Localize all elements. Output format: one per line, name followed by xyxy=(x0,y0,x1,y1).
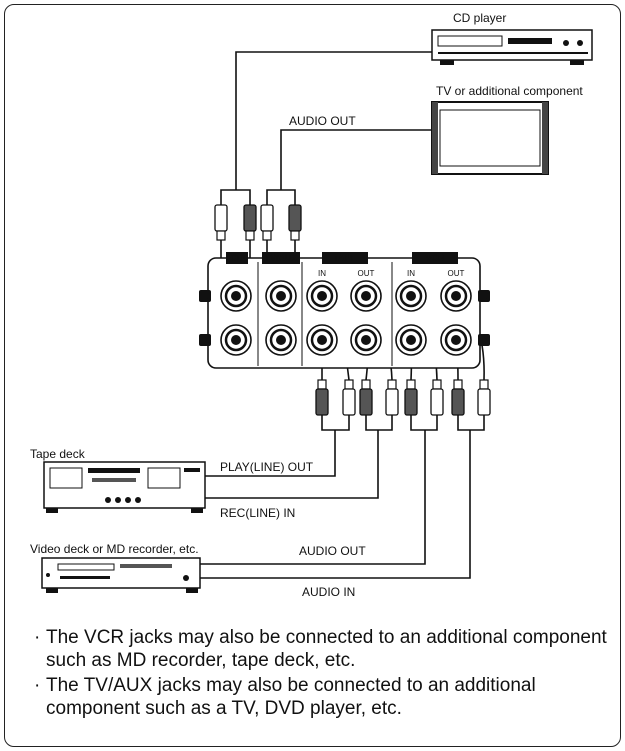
vcr-out-label: OUT xyxy=(448,269,465,278)
play-line-out-label: PLAY(LINE) OUT xyxy=(220,460,314,474)
connection-diagram: CD TV/AUX TAPE VCR IN OUT IN OUT L R L R xyxy=(30,11,593,599)
tape-rec-split xyxy=(365,415,393,431)
left-channel-badge: L xyxy=(202,291,208,301)
cd-player-label: CD player xyxy=(453,11,506,25)
tvaux-jack-label: TV/AUX xyxy=(264,253,297,263)
jack-tape-out-right xyxy=(350,324,382,356)
jack-panel: CD TV/AUX TAPE VCR IN OUT IN OUT L R L R xyxy=(199,252,490,369)
top-plugs xyxy=(214,204,302,241)
video-deck-label: Video deck or MD recorder, etc. xyxy=(30,542,199,556)
video-audio-out-label: AUDIO OUT xyxy=(299,544,366,558)
cd-cable-split xyxy=(220,189,251,205)
cd-plug-right xyxy=(243,204,257,241)
rca-jacks xyxy=(220,280,472,356)
video-audio-in-label: AUDIO IN xyxy=(302,585,355,599)
tv-label: TV or additional component xyxy=(436,84,583,98)
tape-rec-cable xyxy=(205,430,379,499)
video-out-cable xyxy=(200,430,426,565)
vcr-jack-label: VCR xyxy=(425,253,445,263)
tape-play-cable xyxy=(205,430,336,477)
tape-play-split xyxy=(321,415,350,431)
jack-tape-in-left xyxy=(306,280,338,312)
jack-vcr-in-left xyxy=(395,280,427,312)
rec-line-in-label: REC(LINE) IN xyxy=(220,506,295,520)
tape-jack-label: TAPE xyxy=(333,253,356,263)
cd-jack-label: CD xyxy=(231,253,244,263)
cd-cable xyxy=(235,51,432,190)
tv-cable xyxy=(280,129,432,190)
tv-audio-out-label: AUDIO OUT xyxy=(289,114,356,128)
bottom-plug-4 xyxy=(385,379,399,416)
page-frame xyxy=(4,4,621,747)
bottom-plug-8 xyxy=(477,379,491,416)
right-channel-badge: R xyxy=(202,335,209,345)
note-tvaux: The TV/AUX jacks may also be connected t… xyxy=(34,674,614,720)
tv-plug-right xyxy=(288,204,302,241)
jack-tvaux-right xyxy=(265,324,297,356)
bottom-plug-2 xyxy=(342,379,356,416)
vcr-in-label: IN xyxy=(407,269,415,278)
video-out-split xyxy=(410,415,438,431)
bottom-plug-6 xyxy=(430,379,444,416)
bottom-plugs xyxy=(315,379,491,416)
video-in-split xyxy=(457,415,485,431)
tape-in-label: IN xyxy=(318,269,326,278)
cd-player-icon xyxy=(431,29,593,65)
jack-vcr-out-right xyxy=(440,324,472,356)
jack-cd-left xyxy=(220,280,252,312)
jack-cd-right xyxy=(220,324,252,356)
jack-vcr-out-left xyxy=(440,280,472,312)
jack-vcr-in-right xyxy=(395,324,427,356)
video-deck-icon xyxy=(41,557,201,593)
tv-cable-split xyxy=(266,189,296,205)
tv-plug-left xyxy=(260,204,274,241)
bottom-plug-5 xyxy=(404,379,418,416)
tv-icon xyxy=(431,101,549,175)
tape-deck-icon xyxy=(43,461,206,513)
bottom-plug-7 xyxy=(451,379,465,416)
right-channel-badge-right: R xyxy=(481,335,488,345)
jack-tape-out-left xyxy=(350,280,382,312)
jack-tvaux-left xyxy=(265,280,297,312)
notes-list: The VCR jacks may also be connected to a… xyxy=(34,626,614,722)
bottom-plug-1 xyxy=(315,379,329,416)
bottom-plug-3 xyxy=(359,379,373,416)
jack-tape-in-right xyxy=(306,324,338,356)
left-channel-badge-right: L xyxy=(481,291,487,301)
tape-deck-label: Tape deck xyxy=(30,447,86,461)
note-vcr: The VCR jacks may also be connected to a… xyxy=(34,626,614,672)
cd-plug-left xyxy=(214,204,228,241)
video-in-cable xyxy=(200,430,471,579)
tape-out-label: OUT xyxy=(358,269,375,278)
